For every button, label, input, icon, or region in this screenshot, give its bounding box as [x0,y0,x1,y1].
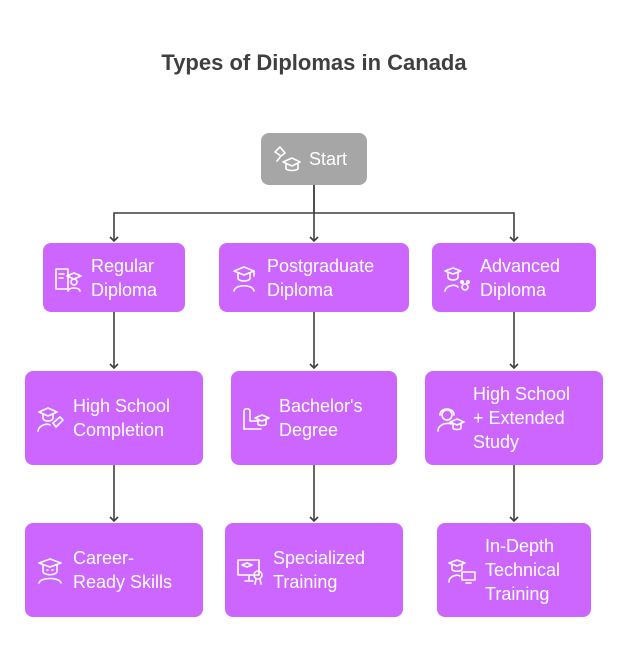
career-ready-skills-label: Career- Ready Skills [73,548,173,592]
bachelors-degree-node: Bachelor's Degree [231,371,397,465]
regular-diploma-node: Regular Diploma [43,243,185,312]
connector-start-to-advanced [314,212,519,243]
page-title: Types of Diplomas in Canada [161,50,467,75]
high-school-completion-label: High School Completion [73,396,171,440]
graduate-computer-icon [447,555,477,585]
monitor-certificate-icon [235,555,265,585]
postgraduate-diploma-label: Postgraduate Diploma [267,255,375,300]
headset-graduate-icon [435,403,465,433]
high-school-extended-node: High School + Extended Study [425,371,603,465]
postgraduate-diploma-node: Postgraduate Diploma [219,243,409,312]
in-depth-technical-training-node: In-Depth Technical Training [437,523,591,617]
arm-cap-icon [241,403,271,433]
start-node: Start [261,133,367,185]
graduate-person-icon [229,263,259,293]
start-label: Start [309,149,348,169]
graduate-paw-icon [442,263,472,293]
graduate-face-icon [35,555,65,585]
regular-diploma-label: Regular Diploma [91,255,158,300]
advanced-diploma-label: Advanced Diploma [480,255,561,300]
high-school-extended-label: High School + Extended Study [473,384,571,452]
advanced-diploma-node: Advanced Diploma [432,243,596,312]
career-ready-skills-node: Career- Ready Skills [25,523,203,617]
specialized-training-label: Specialized Training [273,548,366,592]
student-cap-icon [35,403,65,433]
diploma-graduate-icon [53,263,83,293]
specialized-training-node: Specialized Training [225,523,403,617]
bachelors-degree-label: Bachelor's Degree [279,396,363,440]
connector-start-to-regular [109,185,315,243]
in-depth-technical-training-label: In-Depth Technical Training [485,536,561,604]
graduation-cap-hand-icon [271,144,301,174]
high-school-completion-node: High School Completion [25,371,203,465]
